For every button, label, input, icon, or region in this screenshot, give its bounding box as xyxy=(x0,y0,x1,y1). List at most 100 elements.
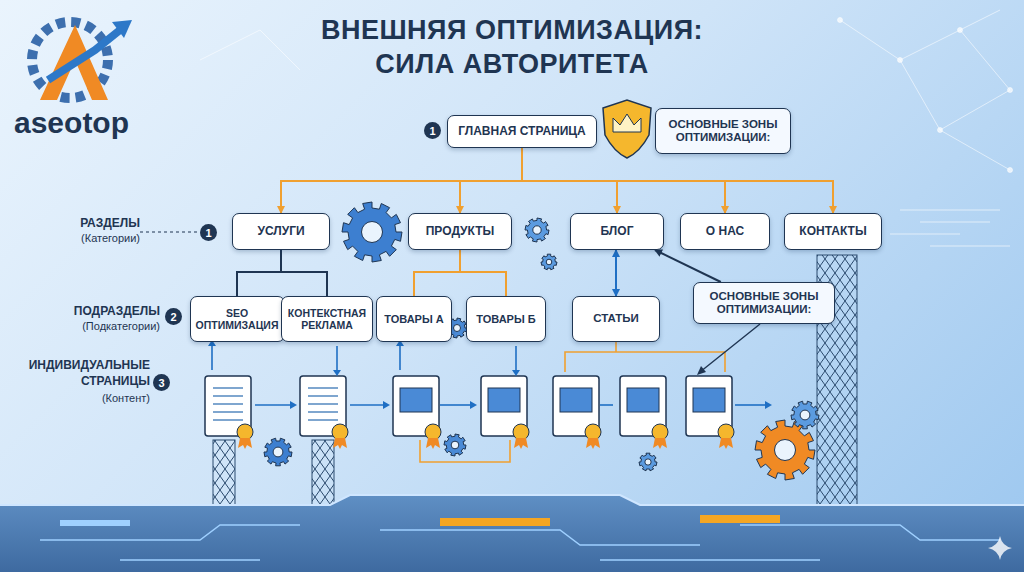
page-line xyxy=(213,419,243,421)
award-badge xyxy=(332,424,348,440)
gear xyxy=(525,218,549,242)
page-picture xyxy=(560,388,592,412)
circuit-board xyxy=(0,495,1024,572)
node-text: ГЛАВНАЯ СТРАНИЦА xyxy=(458,125,586,139)
logo-mark xyxy=(32,20,132,100)
page-line xyxy=(308,419,338,421)
connector xyxy=(460,148,522,213)
node-text: ОСНОВНЫЕ ЗОНЫ ОПТИМИЗАЦИИ: xyxy=(699,290,829,316)
section-box: SEO ОПТИМИЗАЦИЯ xyxy=(190,296,285,342)
award-ribbon xyxy=(333,438,347,449)
callout-box: ОСНОВНЫЕ ЗОНЫ ОПТИМИЗАЦИИ: xyxy=(693,282,835,324)
gear xyxy=(639,453,657,471)
connector xyxy=(460,250,506,296)
section-box: ПРОДУКТЫ xyxy=(408,213,512,250)
award-ribbon xyxy=(586,438,600,449)
section-box: УСЛУГИ xyxy=(232,213,330,250)
connector xyxy=(655,250,721,282)
award-ribbon xyxy=(426,438,440,449)
gear-hub xyxy=(533,226,541,234)
page-line xyxy=(308,395,338,397)
gears xyxy=(264,202,819,480)
towers xyxy=(213,255,857,510)
callout-number: 3 xyxy=(153,374,170,391)
content-pages xyxy=(205,376,734,449)
award-ribbon xyxy=(719,438,733,449)
level-label: (Категории) xyxy=(40,232,140,244)
level-label: РАЗДЕЛЫ xyxy=(40,216,140,230)
node-text: ПРОДУКТЫ xyxy=(426,225,495,239)
page-picture xyxy=(693,388,725,412)
node-text: ОСНОВНЫЕ ЗОНЫ ОПТИМИЗАЦИИ: xyxy=(661,118,785,144)
award-badge xyxy=(718,424,734,440)
page-picture xyxy=(627,388,659,412)
award-badge xyxy=(237,424,253,440)
node-text: О НАС xyxy=(706,225,744,239)
node-text: БЛОГ xyxy=(601,225,634,239)
section-box: КОНТАКТЫ xyxy=(784,213,882,250)
award-badge xyxy=(513,424,529,440)
gear-hub xyxy=(775,440,796,461)
section-box: О НАС xyxy=(680,213,770,250)
node-text: ТОВАРЫ А xyxy=(384,313,443,326)
node-text: УСЛУГИ xyxy=(257,225,304,239)
connector xyxy=(281,250,327,296)
section-box: СТАТЬИ xyxy=(572,296,660,342)
callout-number: 2 xyxy=(165,308,182,325)
section-box: ТОВАРЫ А xyxy=(376,296,452,342)
gear xyxy=(342,202,402,262)
connector xyxy=(237,250,281,296)
level-label: ИНДИВИДУАЛЬНЫЕ СТРАНИЦЫ xyxy=(10,357,150,389)
section-box: ТОВАРЫ Б xyxy=(466,296,546,342)
page-picture xyxy=(400,388,432,412)
gear-hub xyxy=(362,222,383,243)
award-badge xyxy=(425,424,441,440)
node-text: ТОВАРЫ Б xyxy=(476,313,535,326)
title: ВНЕШНЯЯ ОПТИМИЗАЦИЯ: СИЛА АВТОРИТЕТА xyxy=(282,14,742,82)
node-text: SEO ОПТИМИЗАЦИЯ xyxy=(196,307,279,331)
page-line xyxy=(308,403,338,405)
section-box: ГЛАВНАЯ СТРАНИЦА xyxy=(447,115,597,148)
gear-hub xyxy=(800,410,810,420)
page-line xyxy=(213,395,243,397)
page-line xyxy=(213,387,243,389)
node-text: КОНТЕКСТНАЯ РЕКЛАМА xyxy=(287,307,367,331)
callout-box: ОСНОВНЫЕ ЗОНЫ ОПТИМИЗАЦИИ: xyxy=(655,108,791,154)
gear-hub xyxy=(451,441,459,449)
connector xyxy=(615,250,617,296)
gear-hub xyxy=(454,325,461,332)
level-label: ПОДРАЗДЕЛЫ xyxy=(30,304,160,318)
section-box: БЛОГ xyxy=(570,213,664,250)
gear-hub xyxy=(645,459,651,465)
node-text: КОНТАКТЫ xyxy=(799,225,866,239)
page-line xyxy=(308,387,338,389)
level-label: (Контент) xyxy=(30,392,150,404)
connector xyxy=(414,250,460,296)
node-text: СТАТЬИ xyxy=(593,312,639,325)
award-ribbon xyxy=(514,438,528,449)
section-box: КОНТЕКСТНАЯ РЕКЛАМА xyxy=(281,296,373,342)
award-ribbon xyxy=(238,438,252,449)
gear-hub xyxy=(273,447,283,457)
page-line xyxy=(308,411,338,413)
connector xyxy=(281,148,522,213)
connector xyxy=(522,148,833,213)
callout-number: 1 xyxy=(200,224,217,241)
level-label: (Подкатегории) xyxy=(30,320,160,332)
award-badge xyxy=(652,424,668,440)
award-ribbon xyxy=(653,438,667,449)
gear xyxy=(444,434,466,456)
gear xyxy=(264,438,292,466)
gear xyxy=(541,254,557,270)
gear xyxy=(791,401,819,429)
page-line xyxy=(213,411,243,413)
page-line xyxy=(213,403,243,405)
gear-hub xyxy=(546,259,552,265)
logo-text: aseotop xyxy=(14,106,184,140)
page-picture xyxy=(488,388,520,412)
crown-shield xyxy=(603,100,651,158)
award-badge xyxy=(585,424,601,440)
callout-number: 1 xyxy=(424,122,441,139)
